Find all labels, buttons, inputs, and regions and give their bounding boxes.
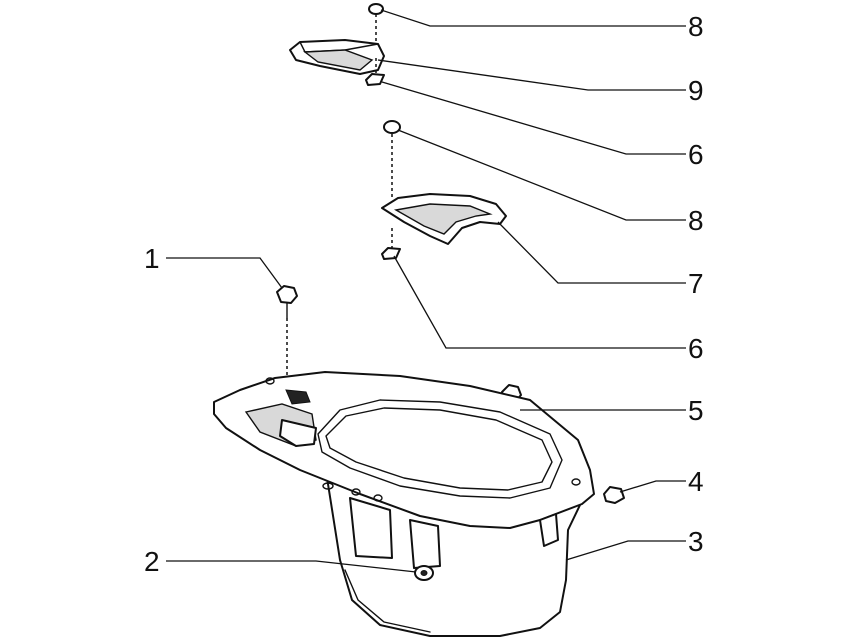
- callout-8-top: 8: [688, 11, 704, 42]
- clip-nut-part: [603, 486, 625, 504]
- middle-screw-part: [383, 120, 401, 200]
- left-screw-part: [276, 285, 298, 385]
- helmet-compartment-part: [213, 371, 595, 637]
- callout-6-middle: 6: [688, 333, 704, 364]
- leader-6-middle: [393, 255, 686, 349]
- callout-7: 7: [688, 268, 704, 299]
- leader-8-top: [380, 9, 686, 27]
- top-clip-part: [365, 58, 385, 86]
- callout-2: 2: [144, 546, 160, 577]
- leader-lines: [166, 9, 686, 573]
- callout-6-top: 6: [688, 139, 704, 170]
- drain-plug-part: [414, 565, 434, 581]
- callout-1: 1: [144, 243, 160, 274]
- small-cover-part: [289, 39, 385, 75]
- leader-4: [619, 480, 686, 493]
- callout-8-middle: 8: [688, 205, 704, 236]
- leader-2: [166, 560, 417, 573]
- callout-9: 9: [688, 75, 704, 106]
- leader-8-middle: [397, 129, 686, 221]
- leader-9: [377, 59, 686, 91]
- leader-6-top: [381, 81, 686, 155]
- leader-3: [565, 540, 686, 561]
- top-screw-part: [368, 3, 384, 42]
- callout-4: 4: [688, 466, 704, 497]
- leader-1: [166, 257, 283, 289]
- callout-3: 3: [688, 526, 704, 557]
- callout-5: 5: [688, 395, 704, 426]
- leader-7: [497, 221, 686, 284]
- middle-cover-part: [381, 193, 507, 245]
- middle-clip-part: [381, 228, 401, 260]
